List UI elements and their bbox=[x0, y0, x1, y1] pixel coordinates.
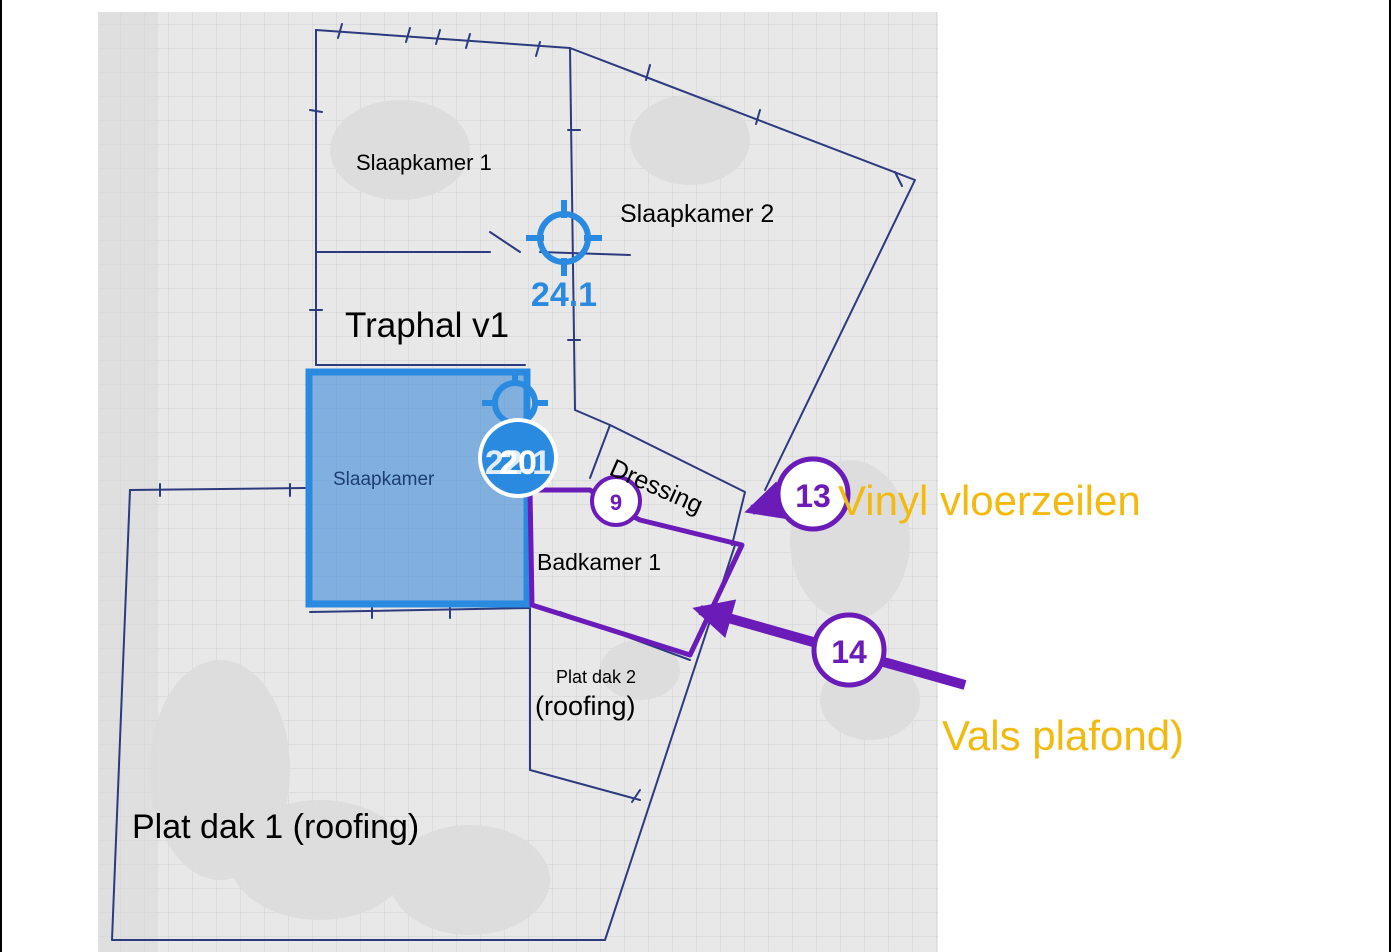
slaapkamer-highlight[interactable] bbox=[305, 368, 531, 608]
label-plat-dak-2-roofing: (roofing) bbox=[535, 691, 636, 721]
label-slaapkamer-2: Slaapkamer 2 bbox=[620, 200, 774, 228]
left-border bbox=[0, 0, 2, 952]
badge-9[interactable] bbox=[590, 475, 642, 527]
label-slaapkamer-1: Slaapkamer 1 bbox=[356, 150, 492, 175]
blurred-areas bbox=[150, 95, 920, 935]
label-badge-9: 9 bbox=[610, 490, 622, 515]
label-target-22-1: 22.1 bbox=[485, 444, 551, 482]
label-badge-13: 13 bbox=[795, 478, 831, 514]
label-badkamer-1: Badkamer 1 bbox=[537, 549, 661, 575]
annotation-vals-plafond: Vals plafond) bbox=[942, 712, 1184, 759]
floorplan-ink bbox=[111, 23, 916, 941]
label-badge-14: 14 bbox=[831, 634, 867, 670]
badge-13[interactable] bbox=[775, 456, 851, 532]
label-plat-dak-2: Plat dak 2 bbox=[556, 667, 636, 687]
label-target-24-1: 24.1 bbox=[531, 276, 597, 314]
crosshair-target-icon[interactable] bbox=[526, 200, 602, 276]
paper-shadow bbox=[98, 12, 158, 952]
label-traphal: Traphal v1 bbox=[345, 306, 509, 345]
label-slaapkamer: Slaapkamer bbox=[333, 469, 435, 490]
annotation-vinyl-vloerzeilen: Vinyl vloerzeilen bbox=[838, 477, 1141, 524]
badge-20[interactable] bbox=[482, 422, 554, 494]
right-border bbox=[1389, 0, 1391, 952]
label-badge-20: 20 bbox=[499, 444, 537, 482]
badge-14[interactable] bbox=[811, 612, 887, 688]
label-plat-dak-1: Plat dak 1 (roofing) bbox=[132, 808, 419, 846]
